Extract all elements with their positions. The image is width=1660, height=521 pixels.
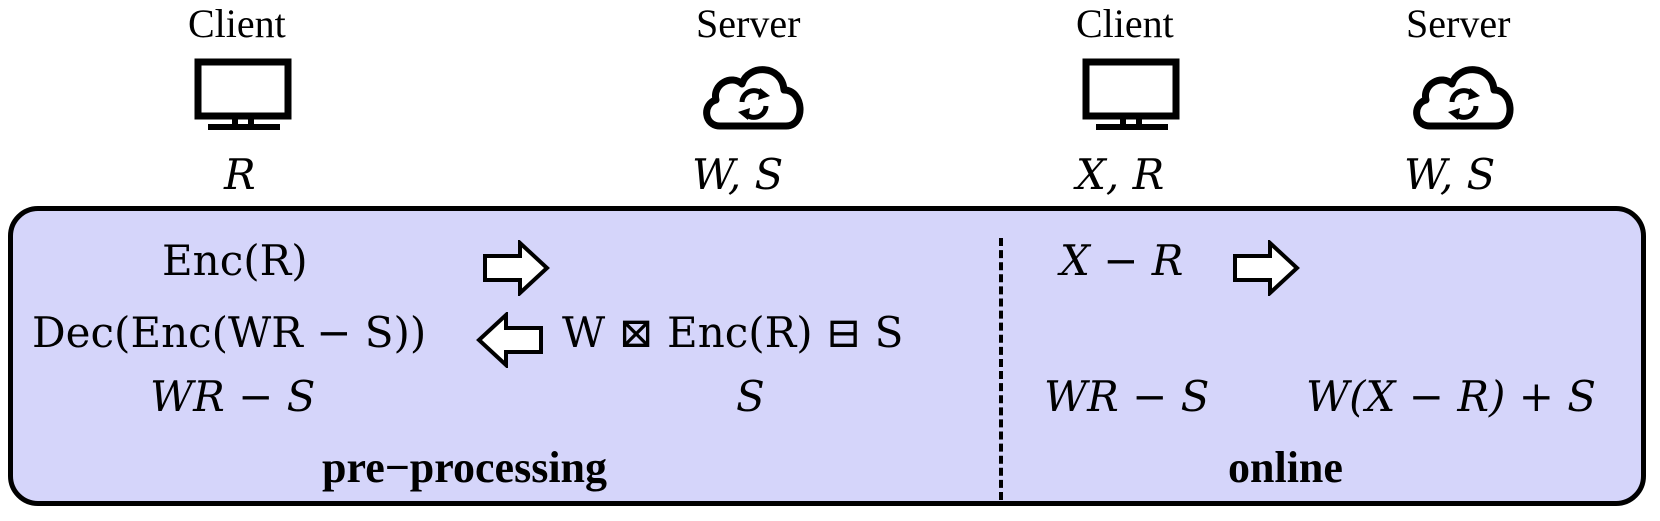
online-server-label: Server xyxy=(1406,1,1511,46)
monitor-icon xyxy=(194,58,292,130)
online-client-result: WR − S xyxy=(1044,372,1210,421)
pre-server-label: Server xyxy=(696,1,801,46)
arrow-right-icon xyxy=(1233,240,1300,296)
pre-client-result: WR − S xyxy=(150,372,316,421)
arrow-left-icon xyxy=(476,312,543,368)
protocol-panel xyxy=(8,206,1646,506)
pre-server-compute: W ⊠ Enc(R) ⊟ S xyxy=(562,308,904,357)
online-server-result: W(X − R) + S xyxy=(1306,372,1597,421)
pre-client-decrypt: Dec(Enc(WR − S)) xyxy=(32,308,427,357)
monitor-icon xyxy=(1082,58,1180,130)
phase-label-preprocessing: pre−processing xyxy=(322,443,608,492)
cloud-sync-icon xyxy=(1413,66,1514,130)
pre-server-result: S xyxy=(736,372,765,421)
online-client-send: X − R xyxy=(1060,236,1184,285)
pre-server-vars: W, S xyxy=(692,150,784,199)
online-client-vars: X, R xyxy=(1076,150,1165,199)
online-server-vars: W, S xyxy=(1404,150,1496,199)
pre-client-vars: R xyxy=(224,150,256,199)
phase-label-online: online xyxy=(1228,443,1343,492)
phase-divider xyxy=(999,238,1003,500)
pre-client-label: Client xyxy=(188,1,286,46)
online-client-label: Client xyxy=(1076,1,1174,46)
pre-client-send: Enc(R) xyxy=(162,236,308,285)
cloud-sync-icon xyxy=(703,66,804,130)
arrow-right-icon xyxy=(483,240,550,296)
